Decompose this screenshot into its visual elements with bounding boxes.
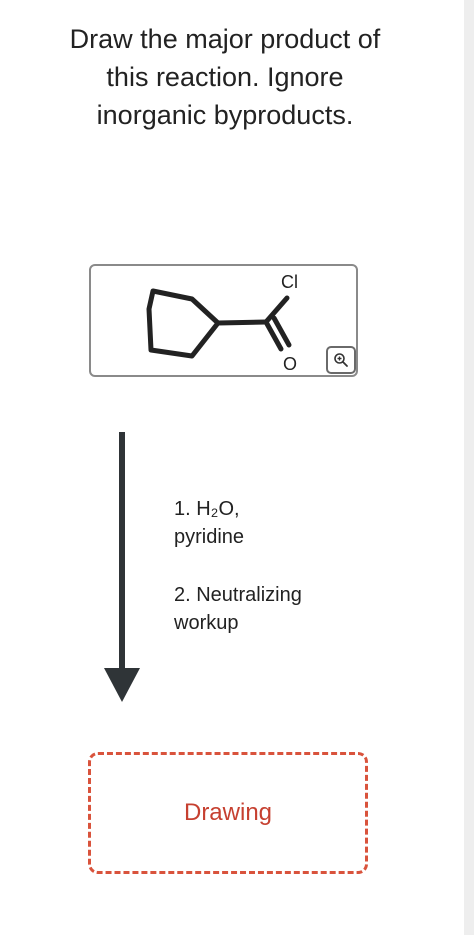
ring-to-carbonyl-bond — [215, 319, 269, 326]
condition-step-2-line-1: 2. Neutralizing — [174, 584, 302, 606]
zoom-in-icon — [334, 353, 348, 367]
carbon-chlorine-bond — [263, 295, 290, 325]
answer-drawing-area[interactable]: Drawing — [88, 752, 368, 874]
oxygen-atom-label: O — [283, 354, 298, 374]
condition-step-1: 1. H₂O, pyridine — [174, 495, 354, 551]
zoom-button[interactable] — [326, 346, 356, 374]
cyclopentane-ring — [146, 288, 221, 359]
reaction-arrow — [104, 432, 140, 702]
condition-step-2: 2. Neutralizing workup — [174, 581, 354, 637]
question-line-2: this reaction. Ignore — [106, 62, 344, 92]
carbonyl-double-bond-a — [263, 319, 284, 352]
question-line-3: inorganic byproducts. — [96, 100, 354, 130]
page-right-edge — [464, 0, 474, 935]
condition-step-2-line-2: workup — [174, 612, 239, 634]
question-line-1: Draw the major product of — [69, 24, 381, 54]
reactant-structure-box: Cl O — [89, 264, 358, 377]
reactant-molecule-drawing — [146, 288, 292, 359]
carbonyl-double-bond-b — [271, 315, 292, 348]
question-text: Draw the major product of this reaction.… — [20, 20, 430, 134]
chlorine-atom-label: Cl — [281, 272, 298, 292]
reaction-conditions: 1. H₂O, pyridine 2. Neutralizing workup — [174, 495, 354, 637]
drawing-label: Drawing — [183, 799, 273, 826]
condition-step-1-reagent: 1. H₂O, — [174, 498, 240, 520]
condition-step-1-solvent: pyridine — [174, 526, 245, 548]
